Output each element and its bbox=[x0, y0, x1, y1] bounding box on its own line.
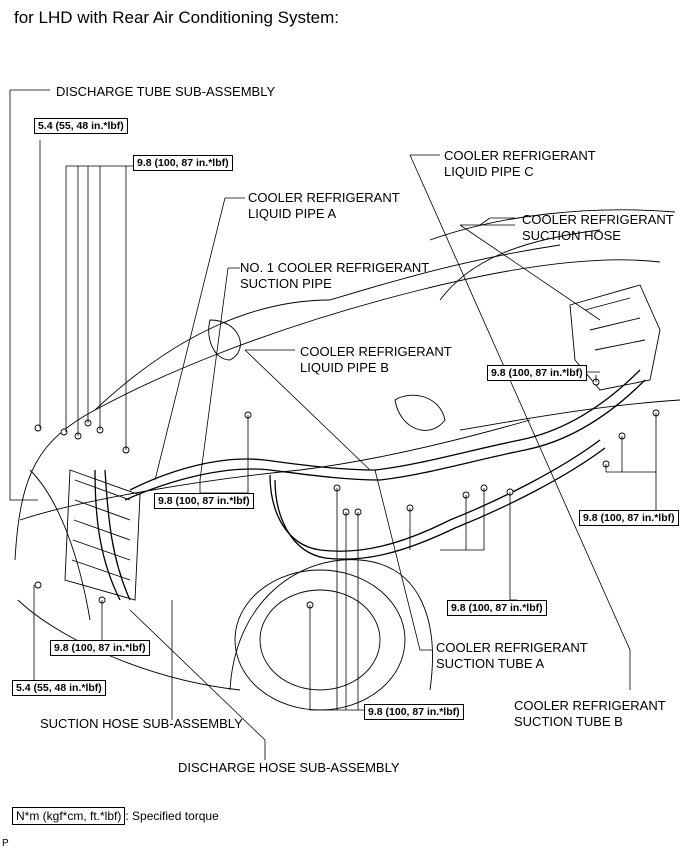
headlamp bbox=[208, 319, 241, 361]
label-suction-hose-line1: COOLER REFRIGERANT bbox=[522, 212, 674, 227]
hood-line bbox=[94, 299, 331, 411]
label-suction-tube-a-line1: COOLER REFRIGERANT bbox=[436, 640, 588, 655]
pipe-liquid-b bbox=[269, 439, 601, 552]
legend-text: : Specified torque bbox=[125, 809, 219, 823]
label-liquid-pipe-a-line1: COOLER REFRIGERANT bbox=[248, 190, 400, 205]
rear-unit bbox=[569, 284, 661, 391]
grille-line bbox=[29, 469, 91, 621]
torque-9-8-left-lower: 9.8 (100, 87 in.*lbf) bbox=[50, 640, 150, 656]
legend: N*m (kgf*cm, ft.*lbf): Specified torque bbox=[12, 807, 219, 825]
label-liquid-pipe-b-line2: LIQUID PIPE B bbox=[300, 360, 389, 375]
label-discharge-tube: DISCHARGE TUBE SUB-ASSEMBLY bbox=[56, 84, 276, 99]
label-suction-pipe-line1: NO. 1 COOLER REFRIGERANT bbox=[240, 260, 430, 275]
page-title: for LHD with Rear Air Conditioning Syste… bbox=[14, 8, 340, 27]
torque-9-8-right-upper: 9.8 (100, 87 in.*lbf) bbox=[487, 365, 587, 381]
label-suction-tube-b-line2: SUCTION TUBE B bbox=[514, 714, 623, 729]
roof-line bbox=[429, 209, 676, 241]
label-suction-hose-line2: SUCTION HOSE bbox=[522, 228, 621, 243]
car-body-outline bbox=[14, 259, 661, 561]
torque-9-8-top: 9.8 (100, 87 in.*lbf) bbox=[133, 155, 233, 171]
label-liquid-pipe-a-line2: LIQUID PIPE A bbox=[248, 206, 337, 221]
front-wheel bbox=[234, 569, 406, 711]
fender-line bbox=[19, 419, 531, 521]
pipe-suction-hose bbox=[104, 469, 131, 601]
front-wheel-inner bbox=[259, 589, 381, 691]
condenser bbox=[64, 469, 141, 601]
label-liquid-pipe-b-line1: COOLER REFRIGERANT bbox=[300, 344, 452, 359]
torque-9-8-bottom: 9.8 (100, 87 in.*lbf) bbox=[364, 704, 464, 720]
legend-unit-box: N*m (kgf*cm, ft.*lbf) bbox=[12, 807, 126, 825]
pipe-suction-tube bbox=[274, 447, 606, 560]
torque-5-4-bottom: 5.4 (55, 48 in.*lbf) bbox=[12, 680, 106, 696]
wheel-arch bbox=[229, 559, 433, 691]
torque-5-4-top: 5.4 (55, 48 in.*lbf) bbox=[34, 118, 128, 134]
label-suction-tube-b-line1: COOLER REFRIGERANT bbox=[514, 698, 666, 713]
label-liquid-pipe-c-line2: LIQUID PIPE C bbox=[444, 164, 534, 179]
torque-9-8-right-lower: 9.8 (100, 87 in.*lbf) bbox=[579, 510, 679, 526]
pipe-discharge bbox=[94, 469, 121, 601]
label-suction-tube-a-line2: SUCTION TUBE A bbox=[436, 656, 545, 671]
windshield bbox=[329, 244, 561, 301]
label-suction-hose-sub: SUCTION HOSE SUB-ASSEMBLY bbox=[40, 716, 243, 731]
footer-mark: P bbox=[2, 838, 9, 849]
a-pillar bbox=[439, 229, 601, 301]
label-discharge-hose-sub: DISCHARGE HOSE SUB-ASSEMBLY bbox=[178, 760, 400, 775]
bumper-line bbox=[17, 599, 241, 691]
pipe-suction-1 bbox=[124, 379, 646, 501]
mirror bbox=[394, 394, 446, 431]
label-liquid-pipe-c-line1: COOLER REFRIGERANT bbox=[444, 148, 596, 163]
torque-9-8-center: 9.8 (100, 87 in.*lbf) bbox=[447, 600, 547, 616]
label-suction-pipe-line2: SUCTION PIPE bbox=[240, 276, 332, 291]
door-line bbox=[459, 399, 681, 431]
torque-9-8-mid-left: 9.8 (100, 87 in.*lbf) bbox=[154, 493, 254, 509]
